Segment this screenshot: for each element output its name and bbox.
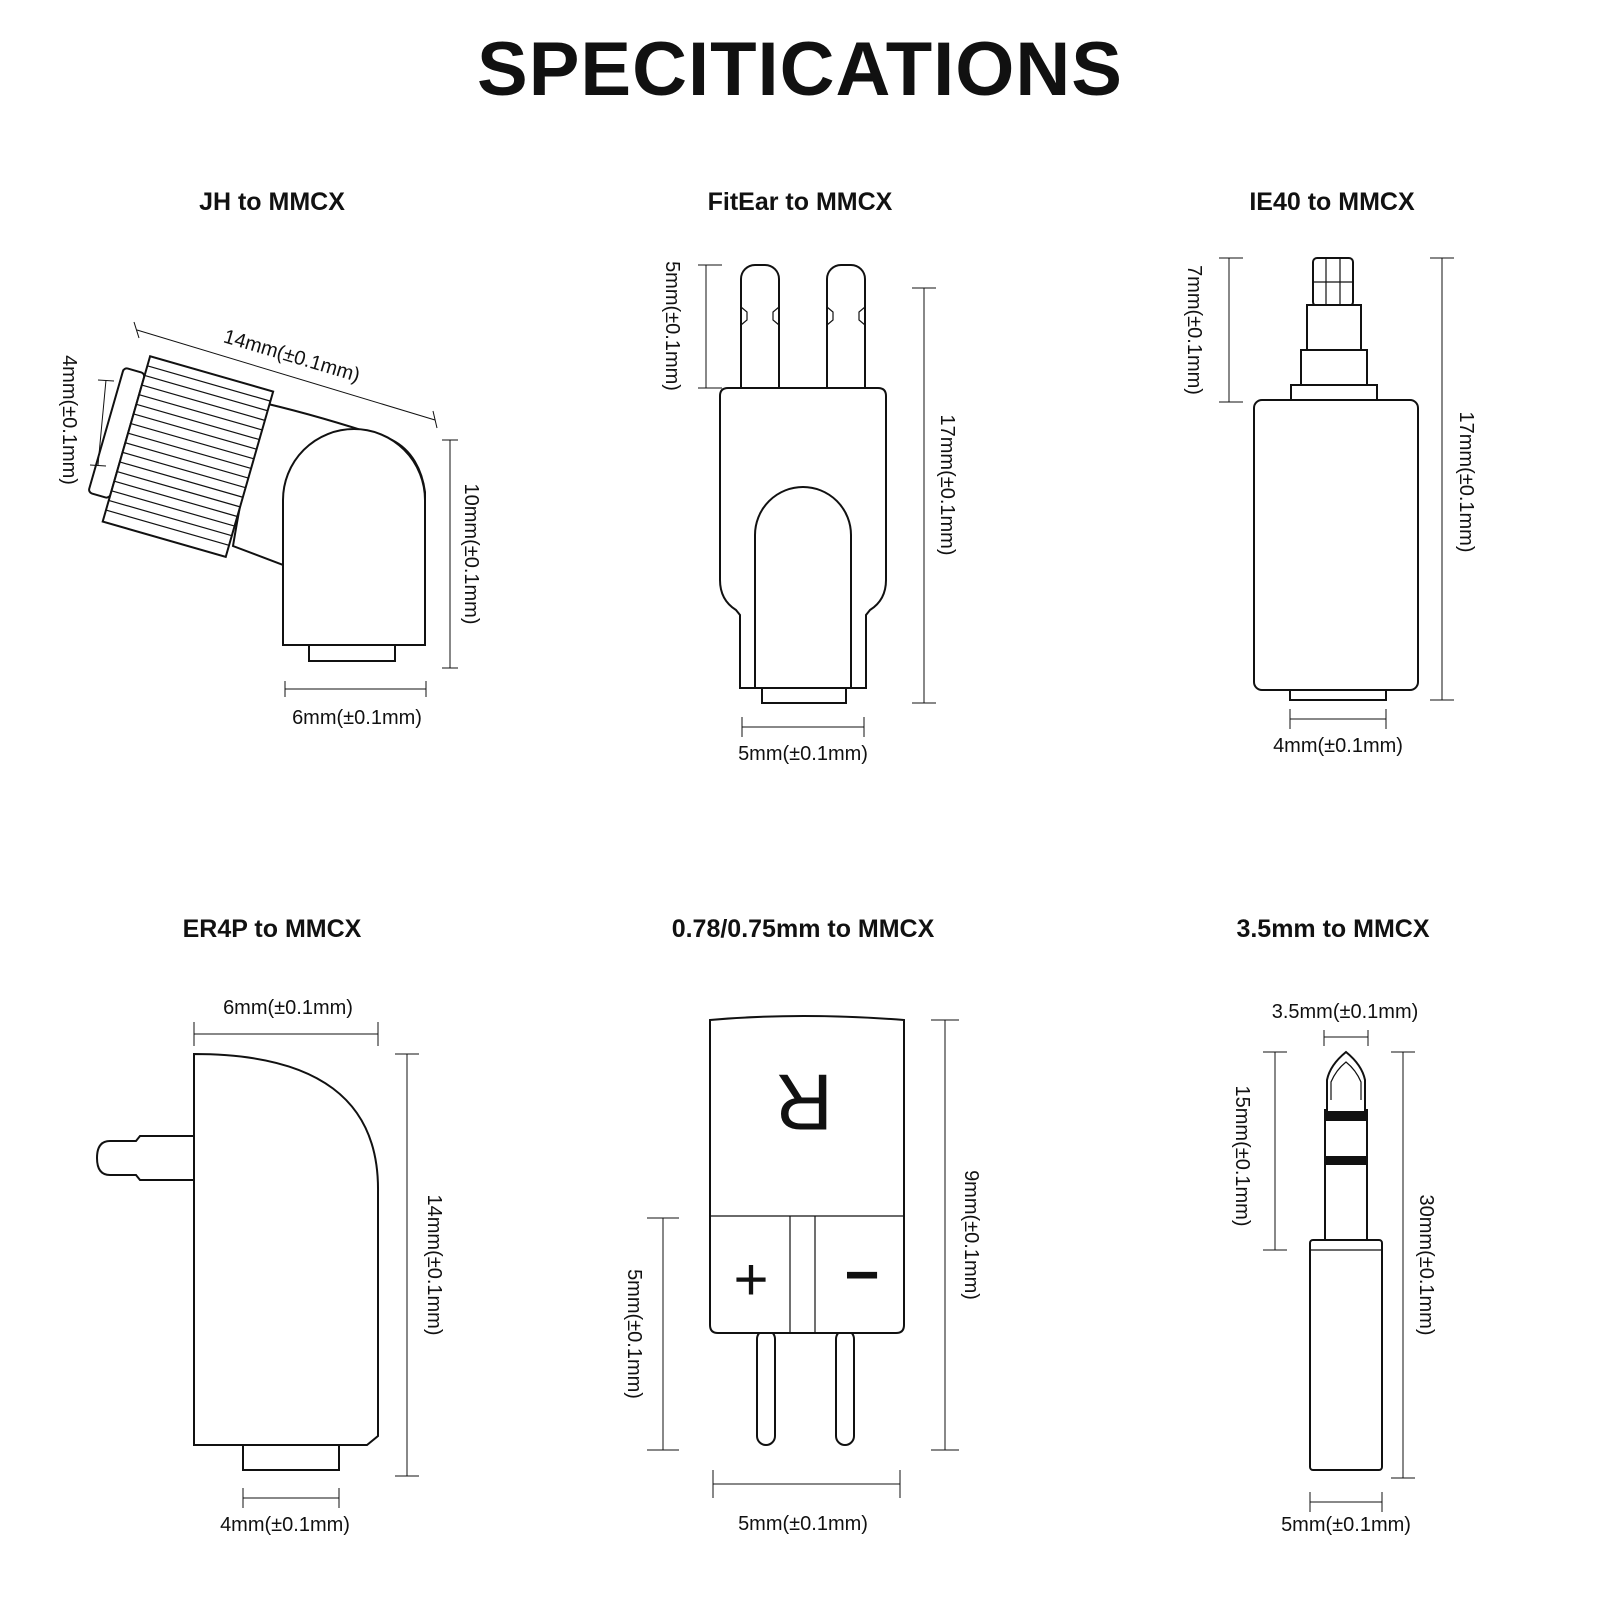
er4p-bottom-dim: 4mm(±0.1mm) (220, 1514, 350, 1536)
fitear-pin-right (826, 264, 866, 406)
jh-height-dim: 10mm(±0.1mm) (460, 484, 482, 625)
er4p-mmcx-socket (242, 1444, 340, 1471)
ie40-title: IE40 to MMCX (1249, 188, 1415, 216)
er4p-to-mmcx-panel: ER4P to MMCX 6mm(±0.1mm) 14mm(±0.1mm) 4m… (95, 915, 445, 1536)
ie40-bottom-dim: 4mm(±0.1mm) (1273, 735, 1403, 757)
078-pin-right (835, 1329, 855, 1446)
078-minus-mark: − (844, 1241, 879, 1308)
35mm-title: 3.5mm to MMCX (1236, 915, 1429, 943)
078-plus-mark: + (733, 1246, 768, 1313)
35mm-plug-dim: 15mm(±0.1mm) (1231, 1086, 1253, 1227)
ie40-mmcx-socket (1289, 689, 1387, 701)
35mm-to-mmcx-panel: 3.5mm to MMCX 3.5mm(±0.1mm) 15mm(±0.1mm)… (1231, 915, 1437, 1536)
fitear-connector-drawing (719, 264, 887, 704)
078-pin-left (756, 1329, 776, 1446)
er4p-top-dim: 6mm(±0.1mm) (223, 997, 353, 1019)
er4p-height-dim: 14mm(±0.1mm) (423, 1195, 445, 1336)
35mm-height-dim: 30mm(±0.1mm) (1415, 1195, 1437, 1336)
078-body (709, 1015, 905, 1334)
078-height-dim: 9mm(±0.1mm) (960, 1170, 982, 1300)
jh-length-dim: 14mm(±0.1mm) (221, 326, 362, 387)
fitear-bottom-dim: 5mm(±0.1mm) (738, 743, 868, 765)
er4p-title: ER4P to MMCX (183, 915, 362, 943)
fitear-title: FitEar to MMCX (708, 188, 893, 216)
er4p-body (193, 1052, 380, 1446)
jh-connector-drawing (88, 355, 426, 662)
ie40-body (1253, 399, 1419, 691)
jh-title: JH to MMCX (199, 188, 345, 216)
jh-mmcx-socket (308, 644, 396, 662)
ie40-to-mmcx-panel: IE40 to MMCX 7mm(±0.1mm) 17mm(±0.1mm) 4m… (1183, 188, 1477, 757)
jh-to-mmcx-panel: JH to MMCX (58, 188, 482, 729)
078-r-mark: R (775, 1058, 833, 1147)
er4p-pin (95, 1135, 195, 1181)
fitear-to-mmcx-panel: FitEar to MMCX 5mm(±0.1mm) 17mm(±0.1mm) … (661, 188, 958, 765)
35mm-bottom-dim: 5mm(±0.1mm) (1281, 1514, 1411, 1536)
er4p-connector-drawing (95, 1052, 380, 1471)
35mm-tip-dim: 3.5mm(±0.1mm) (1272, 1001, 1419, 1023)
078-connector-drawing: R + − (709, 1015, 905, 1446)
35mm-connector-drawing (1309, 1050, 1383, 1471)
fitear-pin-left (740, 264, 780, 406)
078-pin-dim: 5mm(±0.1mm) (623, 1269, 645, 1399)
078-title: 0.78/0.75mm to MMCX (672, 915, 935, 943)
078-to-mmcx-panel: 0.78/0.75mm to MMCX R + − 5mm(±0.1mm) 9m… (623, 915, 982, 1535)
078-bottom-dim: 5mm(±0.1mm) (738, 1513, 868, 1535)
ie40-tip-dim: 7mm(±0.1mm) (1183, 265, 1205, 395)
fitear-pin-dim: 5mm(±0.1mm) (661, 261, 683, 391)
ie40-height-dim: 17mm(±0.1mm) (1455, 412, 1477, 553)
fitear-mmcx-socket (761, 687, 847, 704)
fitear-height-dim: 17mm(±0.1mm) (936, 415, 958, 556)
35mm-plug-tip (1326, 1050, 1366, 1113)
35mm-sleeve (1309, 1239, 1383, 1471)
jh-left-dim: 4mm(±0.1mm) (58, 355, 80, 485)
35mm-plug-shaft (1324, 1109, 1368, 1241)
ie40-connector-drawing (1253, 257, 1419, 701)
jh-bottom-dim: 6mm(±0.1mm) (292, 707, 422, 729)
page-title: SPECITICATIONS (477, 27, 1123, 112)
